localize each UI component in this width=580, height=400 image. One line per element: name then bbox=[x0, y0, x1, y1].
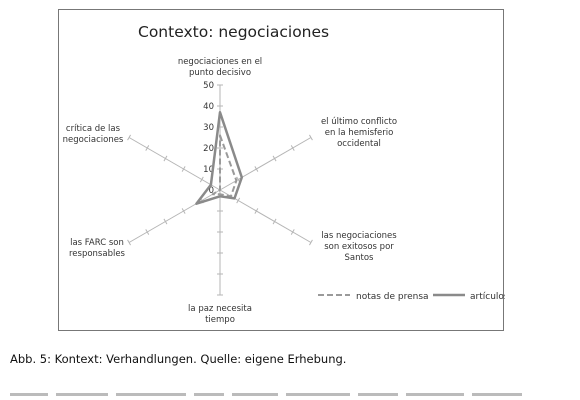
tick-mark bbox=[290, 145, 295, 151]
cutoff-text-fragment bbox=[10, 393, 570, 400]
tick-mark bbox=[163, 218, 168, 225]
tick-mark bbox=[272, 218, 277, 225]
chart-frame: Contexto: negociaciones 0 10 20 30 40 50 nego… bbox=[58, 9, 505, 331]
series-layer bbox=[195, 111, 244, 205]
tick-mark bbox=[145, 229, 150, 235]
ticks-layer: 0 10 20 30 40 50 bbox=[203, 81, 214, 196]
radial-tick-label: 40 bbox=[203, 102, 214, 112]
tick-mark bbox=[181, 208, 186, 214]
tick-mark bbox=[181, 166, 186, 172]
axes-layer bbox=[127, 84, 313, 296]
radial-tick-label: 50 bbox=[203, 81, 214, 91]
tick-mark bbox=[127, 239, 132, 246]
spoke-1 bbox=[219, 137, 312, 191]
radial-tick-label: 20 bbox=[203, 144, 214, 154]
series-1-polygon bbox=[195, 111, 244, 205]
radar-chart: Contexto: negociaciones 0 10 20 30 40 50 nego… bbox=[63, 23, 505, 325]
spoke-4 bbox=[128, 189, 221, 243]
tick-mark bbox=[308, 134, 313, 141]
tick-mark bbox=[308, 239, 313, 246]
tick-mark bbox=[254, 208, 259, 214]
radial-tick-label: 30 bbox=[203, 123, 214, 133]
chart-title: Contexto: negociaciones bbox=[138, 23, 329, 41]
tick-mark bbox=[199, 176, 204, 183]
figure-caption: Abb. 5: Kontext: Verhandlungen. Quelle: … bbox=[10, 352, 347, 366]
legend-label-articulos: artículos bbox=[470, 292, 505, 302]
tick-mark bbox=[127, 134, 132, 141]
radial-tick-label: 0 bbox=[209, 186, 214, 196]
legend-label-notas-de-prensa: notas de prensa bbox=[356, 292, 429, 302]
tick-mark bbox=[145, 145, 150, 151]
spoke-5 bbox=[128, 137, 221, 191]
radial-tick-label: 10 bbox=[203, 165, 214, 175]
legend: notas de prensa artículos bbox=[318, 292, 505, 302]
tick-mark bbox=[272, 155, 277, 162]
tick-mark bbox=[290, 229, 295, 235]
tick-mark bbox=[236, 197, 241, 204]
tick-mark bbox=[163, 155, 168, 162]
tick-mark bbox=[254, 166, 259, 172]
series-0-polygon bbox=[211, 134, 238, 198]
